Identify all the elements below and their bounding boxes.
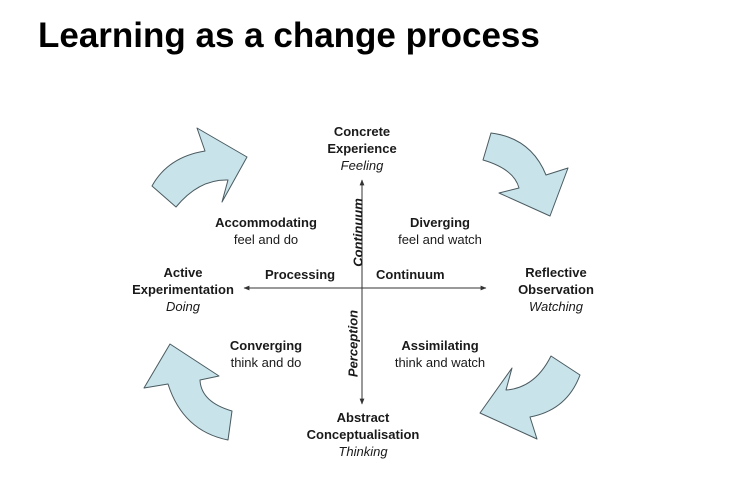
node-left-sub: Doing	[166, 299, 200, 314]
node-top-sub: Feeling	[340, 158, 384, 173]
quadrant-converging: Converging think and do	[216, 337, 316, 371]
cycle-arrow-top-right-icon	[482, 132, 569, 217]
quadrant-br-desc: think and watch	[394, 355, 486, 370]
cycle-arrow-bottom-left-icon	[143, 343, 233, 441]
axis-label-perception: Perception	[345, 309, 361, 378]
node-right-line1: Reflective	[525, 265, 587, 280]
node-reflective-observation: Reflective Observation Watching	[506, 264, 606, 315]
quadrant-accommodating: Accommodating feel and do	[204, 214, 328, 248]
node-bottom-line2: Conceptualisation	[306, 427, 420, 442]
quadrant-tl-desc: feel and do	[233, 232, 299, 247]
node-right-line2: Observation	[518, 282, 594, 297]
axis-label-continuum-vertical: Continuum	[350, 198, 366, 267]
node-right-sub: Watching	[529, 299, 583, 314]
node-top-line2: Experience	[327, 141, 397, 156]
axis-label-continuum-horizontal: Continuum	[376, 267, 445, 282]
node-bottom-sub: Thinking	[338, 444, 388, 459]
node-left-line2: Experimentation	[132, 282, 234, 297]
node-top-line1: Concrete	[333, 124, 391, 139]
node-bottom-line1: Abstract	[336, 410, 390, 425]
quadrant-diverging: Diverging feel and watch	[384, 214, 496, 248]
node-active-experimentation: Active Experimentation Doing	[123, 264, 243, 315]
quadrant-bl-name: Converging	[229, 338, 303, 353]
quadrant-assimilating: Assimilating think and watch	[382, 337, 498, 371]
cycle-arrow-top-left-icon	[151, 127, 248, 208]
axis-label-processing: Processing	[265, 267, 336, 282]
quadrant-tl-name: Accommodating	[215, 215, 317, 230]
quadrant-bl-desc: think and do	[230, 355, 302, 370]
cycle-arrow-bottom-right-icon	[479, 355, 581, 440]
quadrant-tr-name: Diverging	[410, 215, 470, 230]
node-left-line1: Active	[163, 265, 203, 280]
node-abstract-conceptualisation: Abstract Conceptualisation Thinking	[293, 409, 433, 460]
quadrant-tr-desc: feel and watch	[398, 232, 482, 247]
quadrant-br-name: Assimilating	[401, 338, 479, 353]
node-concrete-experience: Concrete Experience Feeling	[312, 123, 412, 174]
page-title: Learning as a change process	[38, 16, 540, 55]
